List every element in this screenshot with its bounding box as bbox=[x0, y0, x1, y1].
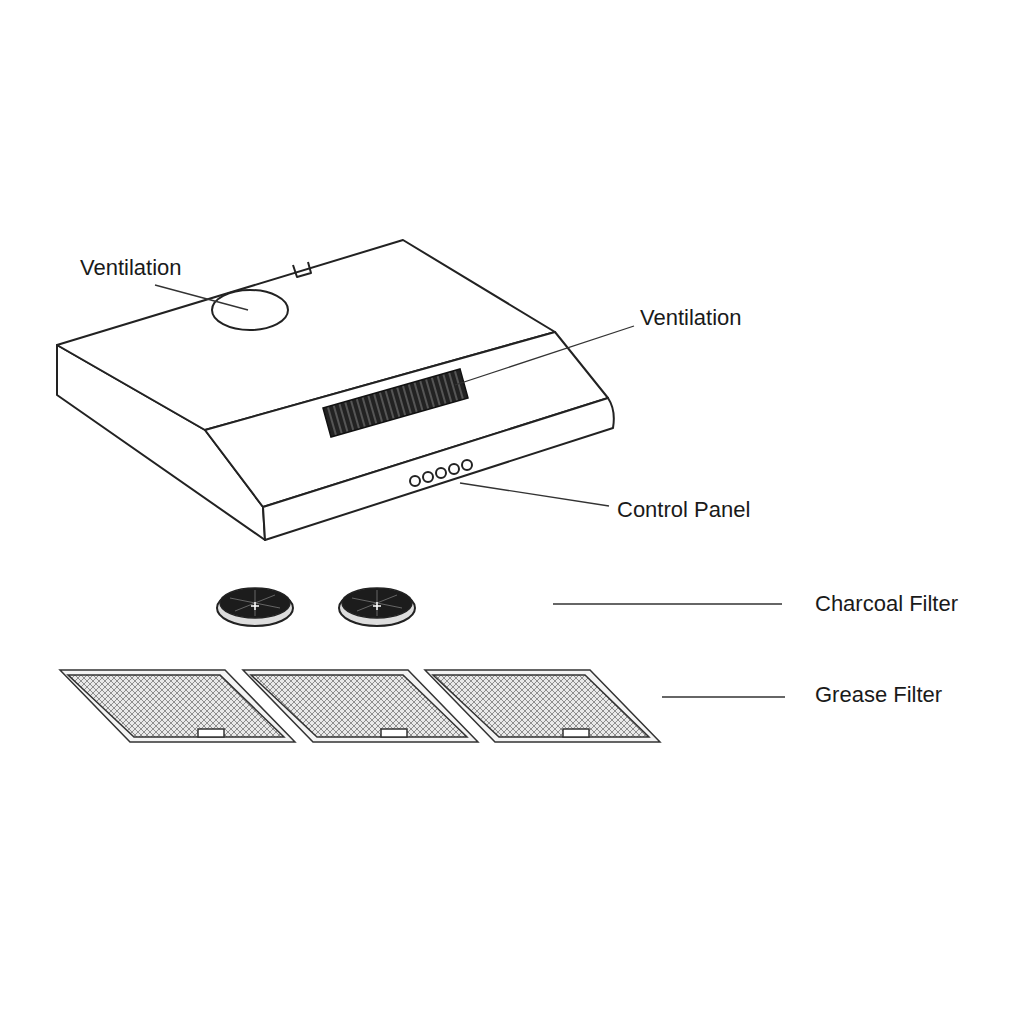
leader-lines bbox=[155, 285, 785, 697]
hood-body bbox=[57, 240, 614, 540]
part-label: Charcoal Filter bbox=[815, 591, 958, 617]
part-label: Grease Filter bbox=[815, 682, 942, 708]
part-label: Ventilation bbox=[640, 305, 742, 331]
charcoal-filters bbox=[217, 588, 415, 626]
grease-filters bbox=[60, 670, 660, 742]
front-vent-grille bbox=[323, 369, 468, 437]
control-knobs bbox=[410, 460, 472, 486]
part-label: Ventilation bbox=[80, 255, 182, 281]
top-vent-opening bbox=[212, 290, 288, 330]
part-label: Control Panel bbox=[617, 497, 750, 523]
